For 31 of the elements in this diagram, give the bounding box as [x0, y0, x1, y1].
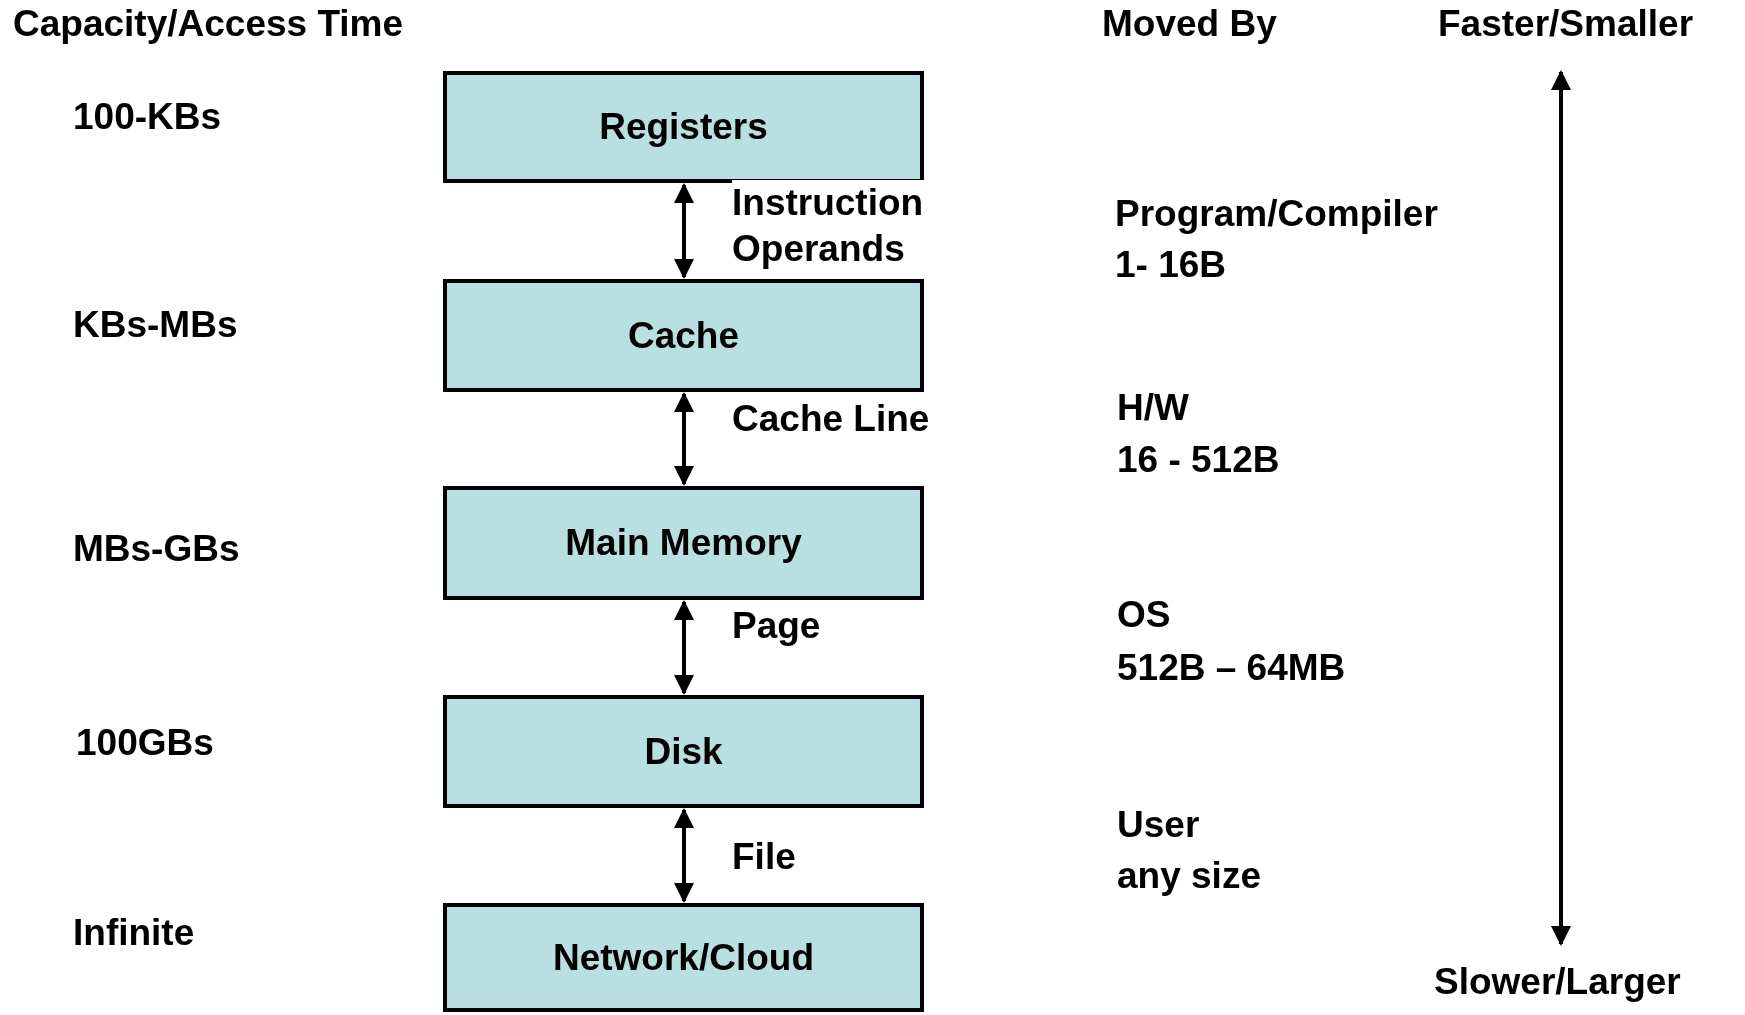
box-label: Registers	[599, 106, 768, 148]
box-label: Disk	[644, 730, 723, 773]
capacity-label: MBs-GBs	[73, 527, 240, 571]
transfer-size: 1- 16B	[1115, 243, 1227, 287]
capacity-label: 100GBs	[76, 721, 214, 765]
memory-level-box	[443, 486, 924, 600]
axis-label: Faster/Smaller	[1438, 2, 1694, 46]
double-arrow	[674, 600, 694, 695]
column-heading: Moved By	[1102, 2, 1277, 46]
transfer-label: OS	[1117, 593, 1171, 637]
double-arrow	[674, 183, 694, 279]
memory-level-box	[443, 71, 924, 183]
axis-label: Slower/Larger	[1434, 960, 1681, 1004]
box-label: Cache	[627, 314, 740, 357]
capacity-label: 100-KBs	[73, 95, 222, 139]
double-arrow	[674, 808, 694, 903]
box-label: Main Memory	[565, 522, 802, 564]
transfer-label: User	[1117, 803, 1200, 847]
transfer-size: any size	[1117, 854, 1261, 898]
transfer-label: Program/Compiler	[1115, 192, 1438, 236]
double-arrow	[674, 392, 694, 486]
memory-level-box	[443, 903, 924, 1012]
memory-level-box	[443, 695, 924, 808]
memory-level-box	[443, 279, 924, 392]
capacity-label: Infinite	[73, 911, 195, 955]
transfer-size: 16 - 512B	[1117, 438, 1280, 482]
transfer-label: H/W	[1117, 386, 1189, 430]
transfer-size: 512B – 64MB	[1117, 646, 1346, 690]
capacity-label: KBs-MBs	[73, 303, 238, 347]
column-heading: Capacity/Access Time	[13, 2, 404, 46]
box-label: Network/Cloud	[552, 936, 815, 979]
